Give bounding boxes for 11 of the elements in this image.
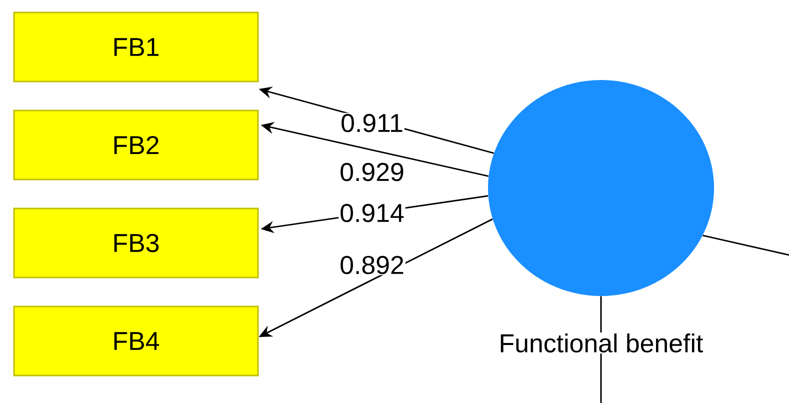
edge-label: 0.892 [338, 254, 406, 276]
indicator-box: FB3 [13, 208, 259, 278]
edge-label: 0.929 [338, 162, 406, 182]
edge-label: 0.911 [340, 112, 404, 134]
indicator-box: FB2 [13, 110, 259, 180]
indicator-box: FB1 [13, 12, 259, 82]
node-caption: Functional benefit [498, 332, 704, 354]
indicator-box: FB4 [13, 306, 259, 376]
edge-label: 0.914 [338, 202, 406, 224]
path-line [702, 234, 789, 256]
construct-circle [488, 80, 714, 296]
